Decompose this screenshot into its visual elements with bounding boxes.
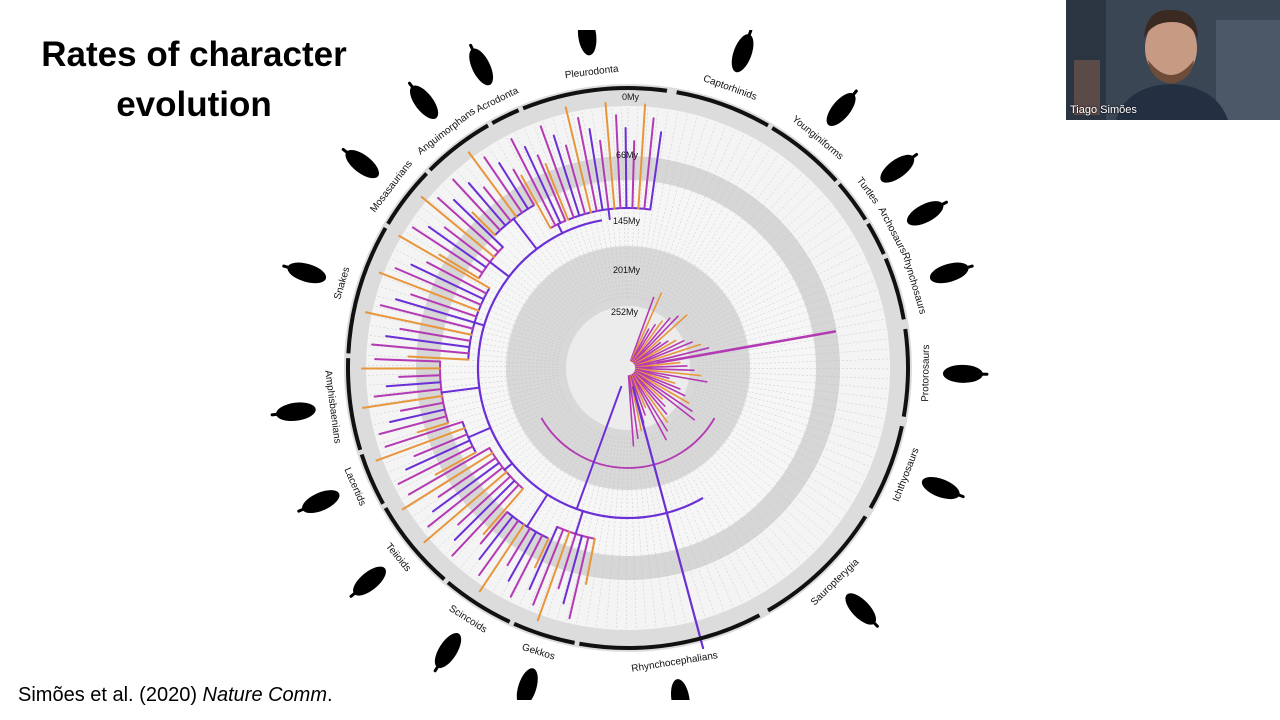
age-label-252: 252My	[611, 307, 639, 317]
age-label-201: 201My	[613, 265, 641, 275]
citation-journal: Nature Comm	[203, 684, 327, 706]
age-label-0: 0My	[622, 92, 640, 102]
age-label-66: 66My	[616, 150, 639, 160]
age-label-145: 145My	[613, 216, 641, 226]
citation-authors: Simões et al. (2020)	[18, 684, 203, 706]
participant-name: Tiago Simões	[1070, 104, 1137, 116]
clade-label: Protorosaurs	[920, 344, 932, 401]
clade-label: Lacertids	[341, 466, 367, 508]
branch	[626, 128, 627, 208]
participant-video-feed	[1066, 0, 1280, 120]
citation: Simões et al. (2020) Nature Comm.	[18, 684, 333, 707]
clade-label: Rhynchocephalians	[631, 650, 719, 675]
clade-label: Snakes	[332, 266, 352, 301]
tuatara-silhouette	[668, 678, 692, 700]
clade-label: Amphisbaenians	[322, 370, 343, 445]
citation-end: .	[327, 684, 333, 706]
clade-label: Gekkos	[521, 642, 557, 663]
gecko-silhouette	[513, 666, 542, 700]
branch	[609, 209, 610, 219]
band-inner-core	[566, 306, 690, 430]
participant-video-tile[interactable]: Tiago Simões	[1066, 0, 1280, 120]
phylogeny-figure: PleurodontaCaptorhinidsYounginiformsTurt…	[270, 30, 1010, 700]
clade-label: Pleurodonta	[564, 64, 619, 82]
